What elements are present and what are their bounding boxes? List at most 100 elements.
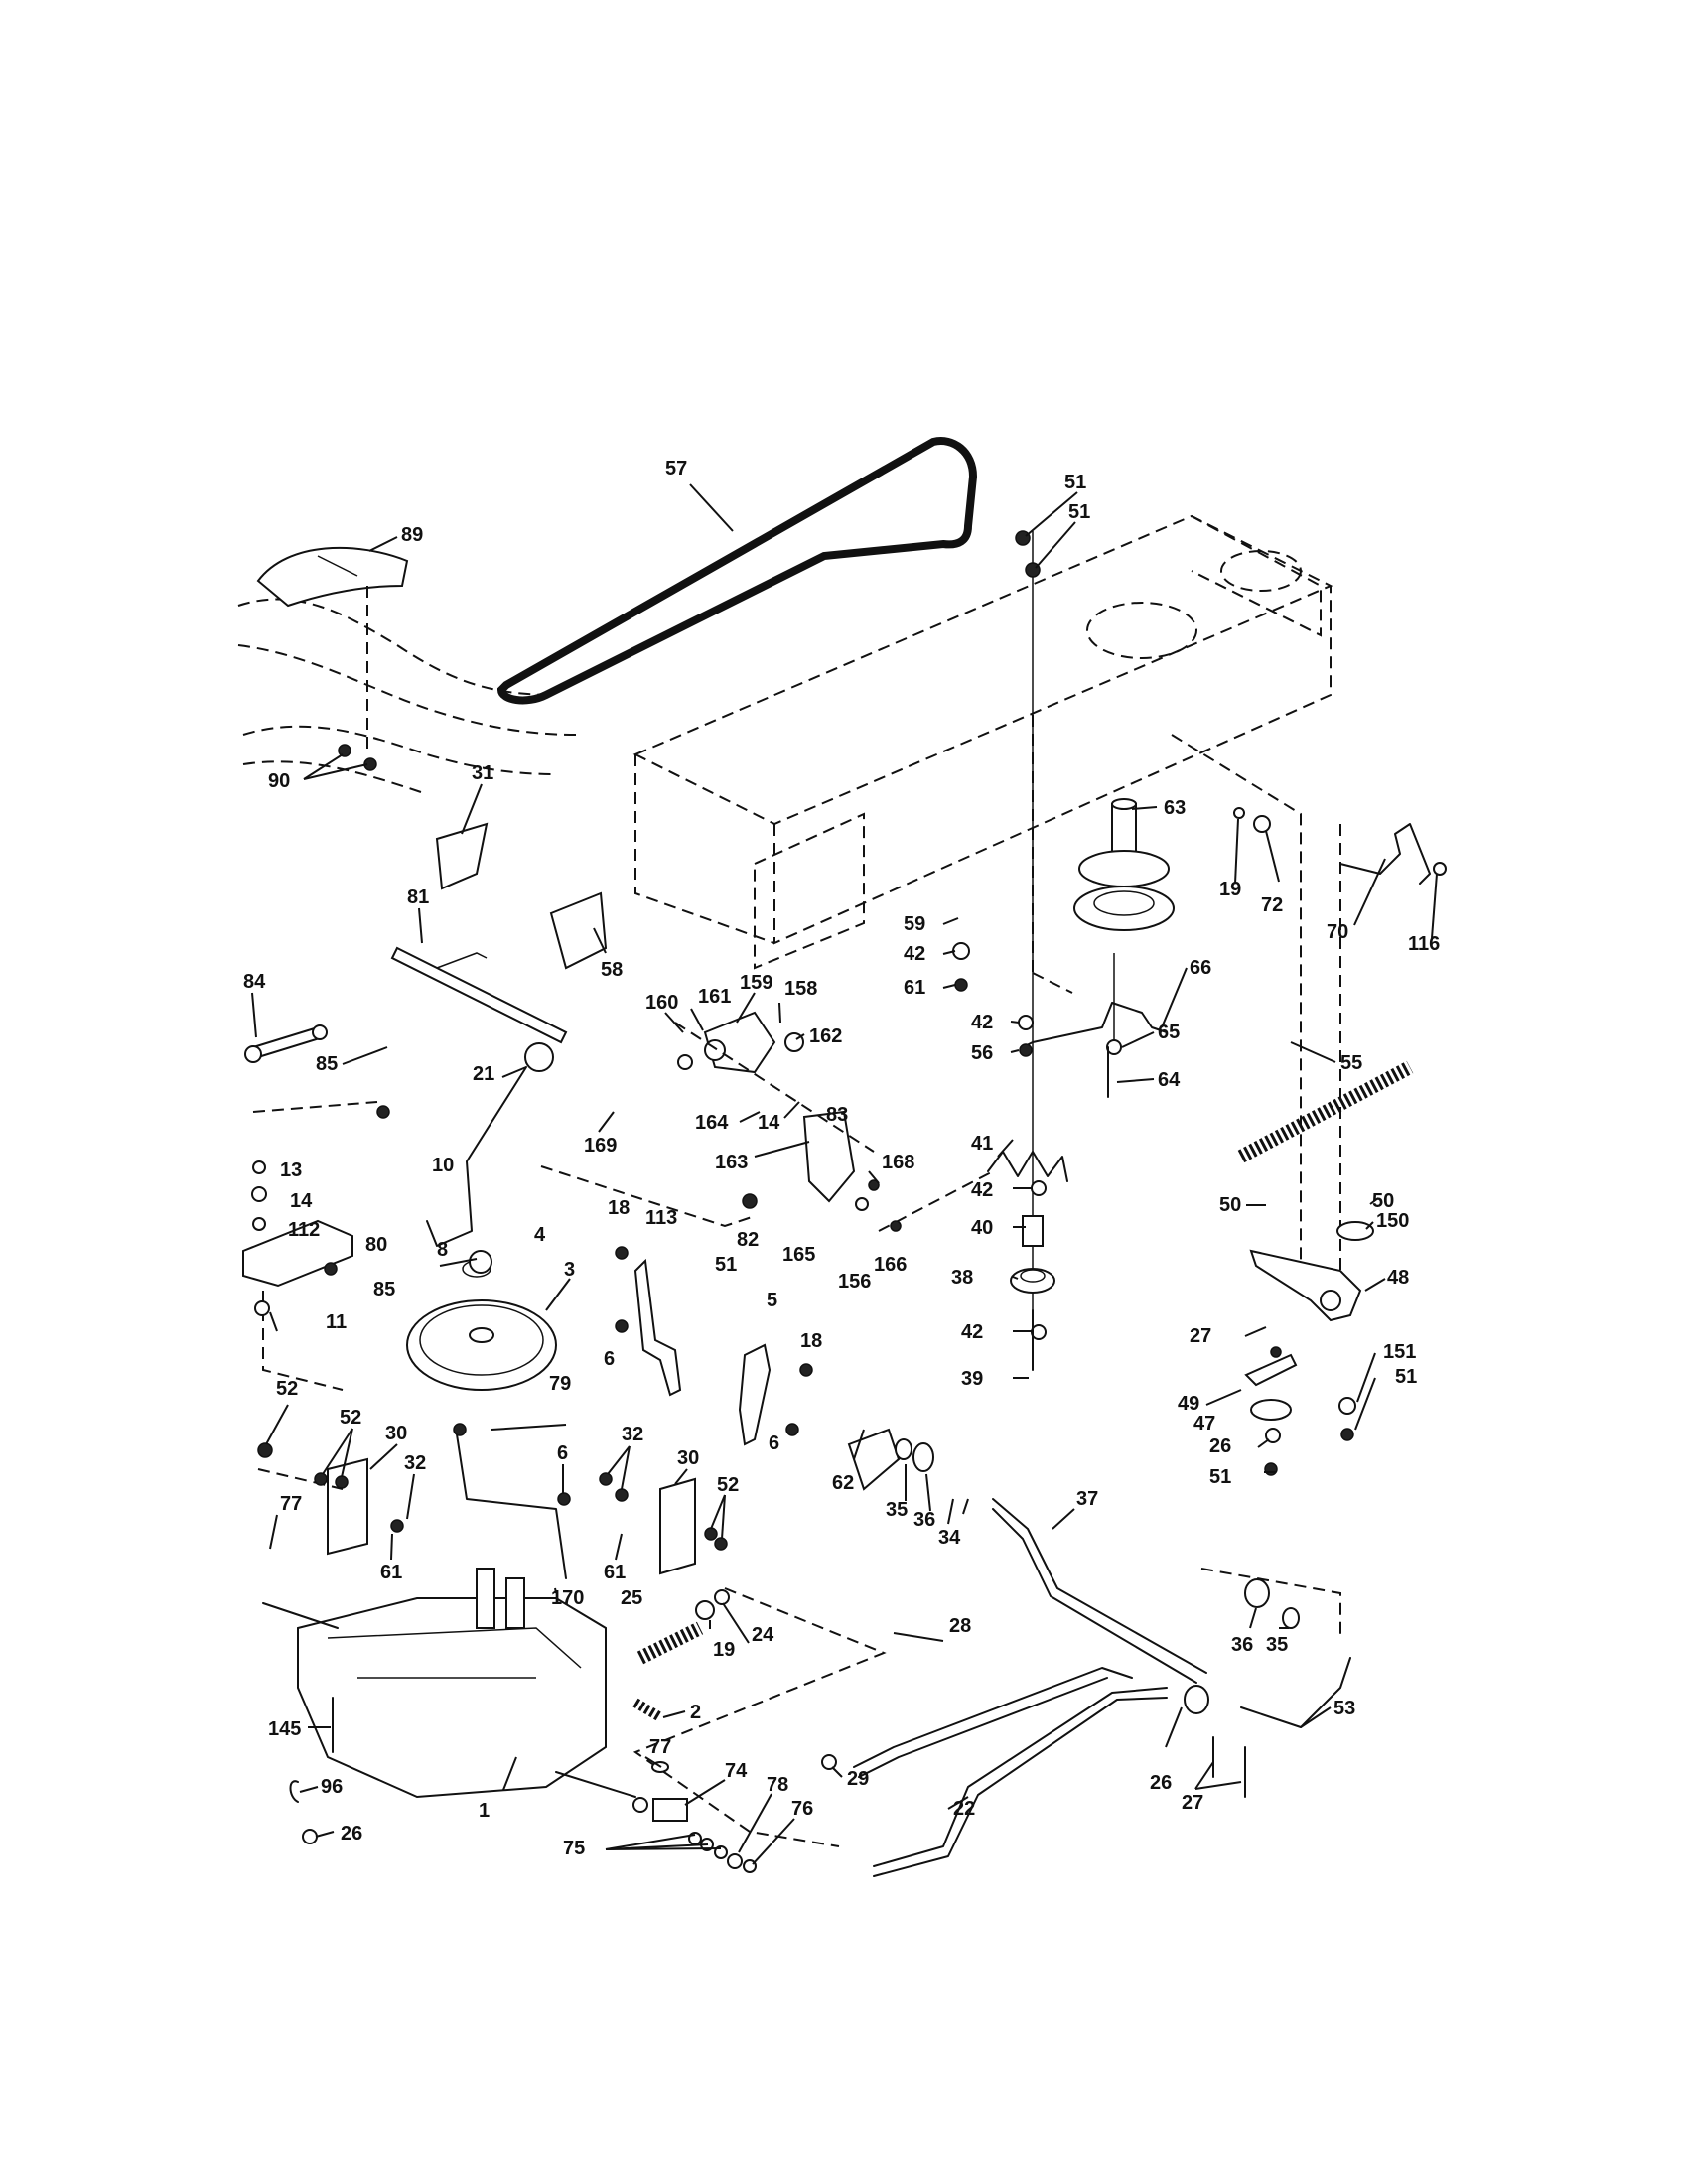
callout-169: 169 — [584, 1135, 617, 1157]
callout-53: 53 — [1333, 1698, 1355, 1719]
callout-55: 55 — [1340, 1052, 1362, 1074]
guide-lines — [252, 1022, 1341, 1847]
callout-42: 42 — [971, 1179, 993, 1201]
callout-82: 82 — [737, 1229, 759, 1251]
callout-51: 51 — [1209, 1466, 1231, 1488]
callout-61: 61 — [604, 1562, 626, 1583]
callout-56: 56 — [971, 1042, 993, 1064]
callout-50: 50 — [1372, 1190, 1394, 1212]
callout-58: 58 — [601, 959, 623, 981]
callout-42: 42 — [971, 1012, 993, 1033]
callout-116: 116 — [1408, 933, 1440, 955]
callout-6: 6 — [604, 1348, 615, 1370]
callout-38: 38 — [951, 1267, 973, 1289]
callout-113: 113 — [645, 1207, 677, 1229]
chassis-frame — [632, 514, 1341, 1291]
callout-51: 51 — [1395, 1366, 1417, 1388]
callout-35: 35 — [1266, 1634, 1288, 1656]
rod-81 — [390, 946, 568, 1044]
callout-26: 26 — [1150, 1772, 1172, 1794]
callout-4: 4 — [534, 1224, 546, 1246]
callout-76: 76 — [791, 1798, 813, 1820]
callout-14: 14 — [290, 1190, 313, 1212]
bracket-80 — [242, 1219, 353, 1288]
callout-6: 6 — [557, 1442, 568, 1464]
callout-61: 61 — [380, 1562, 402, 1583]
callout-150: 150 — [1376, 1210, 1409, 1232]
callout-164: 164 — [695, 1112, 729, 1134]
callout-28: 28 — [949, 1615, 971, 1637]
callout-64: 64 — [1158, 1069, 1181, 1091]
callout-85: 85 — [316, 1053, 338, 1075]
callout-50: 50 — [1219, 1194, 1241, 1216]
callout-145: 145 — [268, 1718, 301, 1740]
callout-40: 40 — [971, 1217, 993, 1239]
brake-bracket — [703, 1011, 856, 1203]
callout-112: 112 — [288, 1219, 320, 1241]
callout-18: 18 — [608, 1197, 630, 1219]
callout-158: 158 — [784, 978, 817, 1000]
callout-96: 96 — [321, 1776, 343, 1798]
idler-38 — [1010, 1215, 1055, 1294]
rod-170 — [456, 1433, 567, 1579]
callout-70: 70 — [1327, 921, 1348, 943]
pulley-47 — [1244, 1353, 1298, 1421]
axle-84 — [244, 1024, 328, 1063]
callout-19: 19 — [713, 1639, 735, 1661]
callout-29: 29 — [847, 1768, 869, 1790]
callout-labels: 57 51 51 89 90 31 81 58 63 19 72 70 116 … — [243, 458, 1440, 1859]
drive-belt — [496, 437, 978, 705]
callout-24: 24 — [752, 1624, 774, 1646]
bracket-70 — [1339, 823, 1431, 885]
callout-13: 13 — [280, 1160, 302, 1181]
spring-55 — [1237, 1060, 1414, 1163]
callout-18: 18 — [800, 1330, 822, 1352]
callout-10: 10 — [432, 1155, 454, 1176]
rod-28 — [853, 1667, 1133, 1778]
callout-78: 78 — [767, 1774, 788, 1796]
callout-62: 62 — [832, 1472, 854, 1494]
callout-61: 61 — [904, 977, 925, 999]
callout-3: 3 — [564, 1259, 575, 1281]
callout-36: 36 — [1231, 1634, 1253, 1656]
callout-42: 42 — [961, 1321, 983, 1343]
callout-160: 160 — [645, 992, 678, 1014]
callout-39: 39 — [961, 1368, 983, 1390]
callout-27: 27 — [1190, 1325, 1211, 1347]
callout-32: 32 — [404, 1452, 426, 1474]
callout-11: 11 — [326, 1311, 347, 1333]
callout-77: 77 — [649, 1736, 671, 1758]
callout-25: 25 — [621, 1587, 642, 1609]
bracket-31 — [435, 822, 489, 890]
spring-41 — [987, 1151, 1068, 1182]
callout-168: 168 — [882, 1152, 914, 1173]
callout-151: 151 — [1383, 1341, 1416, 1363]
callout-51: 51 — [1064, 472, 1086, 493]
callout-52: 52 — [276, 1378, 298, 1400]
bracket-30-right — [659, 1477, 696, 1575]
callout-35: 35 — [886, 1499, 908, 1521]
callout-72: 72 — [1261, 894, 1283, 916]
idler-arm-48 — [1249, 1221, 1374, 1322]
pulley-assembly — [1073, 798, 1175, 931]
callout-30: 30 — [677, 1447, 699, 1469]
callout-77: 77 — [280, 1493, 302, 1515]
callout-90: 90 — [268, 770, 290, 792]
callout-52: 52 — [340, 1407, 361, 1429]
rod-66 — [1022, 1002, 1168, 1048]
callout-85: 85 — [373, 1279, 395, 1300]
callout-59: 59 — [904, 913, 925, 935]
callout-52: 52 — [717, 1474, 739, 1496]
control-lever-8 — [426, 1042, 554, 1247]
callout-22: 22 — [953, 1798, 975, 1820]
callout-48: 48 — [1387, 1267, 1409, 1289]
callout-163: 163 — [715, 1152, 748, 1173]
callout-31: 31 — [472, 762, 493, 784]
callout-159: 159 — [740, 972, 772, 994]
callout-47: 47 — [1193, 1413, 1215, 1434]
callout-84: 84 — [243, 971, 266, 993]
callout-49: 49 — [1178, 1393, 1199, 1415]
callout-89: 89 — [401, 524, 423, 546]
